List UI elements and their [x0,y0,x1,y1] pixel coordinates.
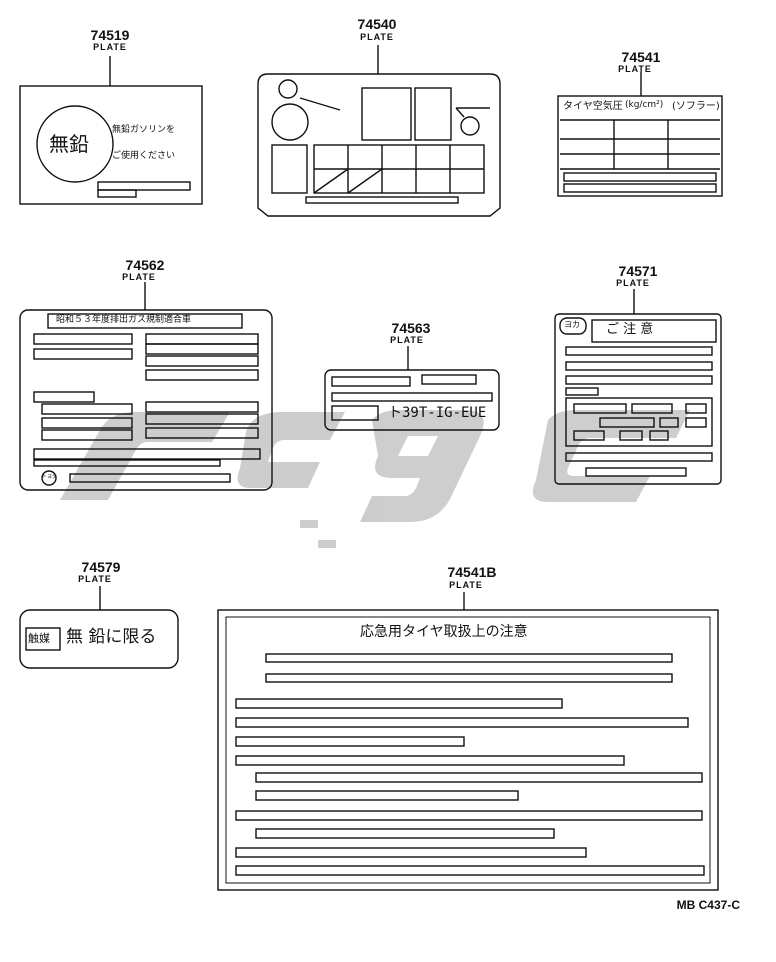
watermark-logo [60,410,690,548]
plate-74579 [19,609,179,669]
part-number-74562: 74562 [125,257,165,273]
plate-text-line: 無鉛ガソリンを [112,125,176,135]
pointer-line [299,97,341,111]
plate-title: 応急用タイヤ取扱上の注意 [360,624,528,640]
plate-text: 無 鉛に限る [66,627,157,647]
plate-74541 [557,95,723,197]
logo-text: トヨタ [42,474,58,480]
part-number-74563: 74563 [391,320,431,336]
plate-title: 昭和５３年度排出ガス規制適合車 [56,315,192,325]
plate-title: ご 注 意 [606,322,654,337]
box [414,87,452,141]
reference-code: MB C437-C [676,898,740,912]
plate-74541B [217,609,719,891]
plate-74571 [554,313,722,485]
badge-box [25,627,61,651]
part-name-74519: PLATE [93,42,127,52]
plate-74540 [257,73,501,217]
toyota-logo [41,470,57,486]
header-text: (ソフラー) [672,101,720,112]
part-name-74562: PLATE [122,272,156,282]
plate-text-line: ご使用ください [112,151,176,161]
seal-text: 無鉛 [49,132,89,156]
part-number-74519: 74519 [90,27,130,43]
part-name-74540: PLATE [360,32,394,42]
box [271,144,308,194]
part-number-74541: 74541 [621,49,661,65]
logo-badge [559,317,587,335]
part-name-74541B: PLATE [449,580,483,590]
part-number-74540: 74540 [357,16,397,32]
text-bar [97,189,137,198]
part-name-74563: PLATE [390,335,424,345]
plate-74563 [324,369,500,431]
text-bar [97,181,191,191]
plate-74562 [19,309,273,491]
header-unit: (kg/cm²) [625,100,664,110]
plate-74519 [19,85,203,205]
title-box [47,313,243,329]
circle [460,116,480,136]
header-text: タイヤ空気圧 [563,101,623,112]
badge-text: 触媒 [28,632,50,645]
part-name-74541: PLATE [618,64,652,74]
seal-circle [36,105,114,183]
part-number-74579: 74579 [81,559,121,575]
text-bar [305,196,459,204]
text-bar [563,172,717,182]
pointer-line [455,107,465,118]
title-box [591,319,717,343]
text-bar [563,183,717,193]
part-number-74541B: 74541B [447,564,497,580]
part-name-74579: PLATE [78,574,112,584]
part-number-74571: 74571 [618,263,658,279]
logo-text: ヨカ [564,320,580,329]
box [361,87,412,141]
part-name-74571: PLATE [616,278,650,288]
small-circle [278,79,298,99]
large-circle [271,103,309,141]
model-code: ト39T-IG-EUE [388,405,487,421]
